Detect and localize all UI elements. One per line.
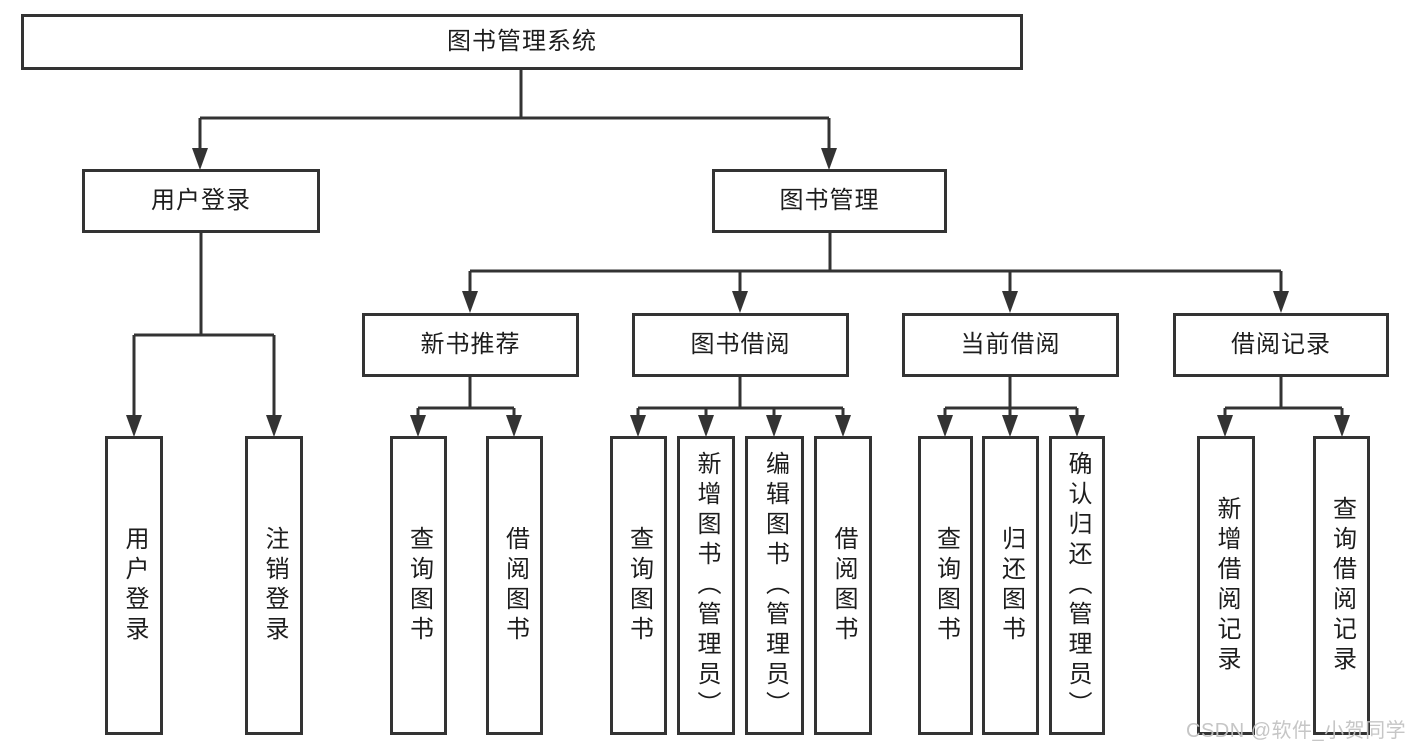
node-label: 用户登录 [121,525,148,646]
node-label: 当前借阅 [960,331,1061,358]
node-system-root: 图书管理系统 [21,14,1023,70]
node-label: 新增借阅记录 [1213,495,1240,676]
node-label: 新书推荐 [420,331,521,358]
node-user-login: 用户登录 [82,169,320,233]
node-label: 查询图书 [932,525,960,646]
node-label: 图书借阅 [690,331,791,358]
node-book-management: 图书管理 [712,169,947,233]
leaf-user-login: 用户登录 [105,436,163,735]
node-label: 查询借阅记录 [1328,495,1356,676]
node-new-book-recommendation: 新书推荐 [362,313,579,377]
leaf-add-borrow-record: 新增借阅记录 [1197,436,1255,735]
node-label: 借阅图书 [830,525,857,646]
node-label: 用户登录 [151,187,251,214]
leaf-edit-book-admin: 编辑图书（管理员） [745,436,804,735]
leaf-return-book: 归还图书 [982,436,1039,735]
node-label: 确认归还（管理员） [1064,450,1091,721]
node-label: 归还图书 [997,525,1025,646]
leaf-borrow-books: 借阅图书 [814,436,872,735]
node-label: 图书管理 [779,187,880,214]
node-label: 查询图书 [625,525,653,646]
node-label: 注销登录 [261,525,288,646]
leaf-add-book-admin: 新增图书（管理员） [677,436,735,735]
node-label: 新增图书（管理员） [693,450,720,721]
node-label: 借阅记录 [1231,331,1331,358]
node-label: 查询图书 [405,525,433,646]
watermark: CSDN @软件_小贺同学 [1186,720,1405,742]
node-borrowing-records: 借阅记录 [1173,313,1389,377]
node-label: 编辑图书（管理员） [761,450,789,721]
leaf-query-books-recommend: 查询图书 [390,436,447,735]
leaf-query-books-current: 查询图书 [918,436,973,735]
node-current-borrowing: 当前借阅 [902,313,1119,377]
node-label: 图书管理系统 [447,28,597,55]
node-book-borrowing: 图书借阅 [632,313,849,377]
leaf-borrow-books-recommend: 借阅图书 [486,436,543,735]
leaf-confirm-return-admin: 确认归还（管理员） [1049,436,1105,735]
leaf-logout: 注销登录 [245,436,303,735]
leaf-query-books-borrow: 查询图书 [610,436,667,735]
node-label: 借阅图书 [501,525,529,646]
leaf-query-borrow-record: 查询借阅记录 [1313,436,1370,735]
